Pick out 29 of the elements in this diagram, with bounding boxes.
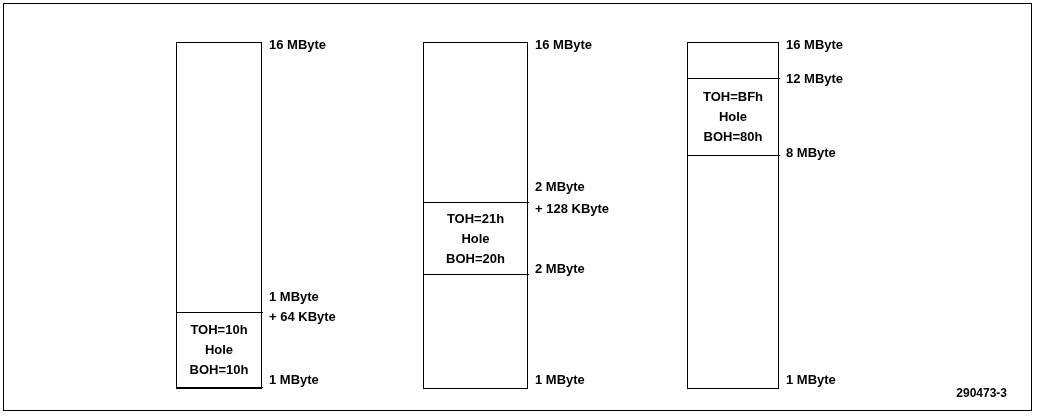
memory-column xyxy=(423,42,528,389)
hole-text: Hole xyxy=(461,229,490,248)
hole-region xyxy=(686,78,780,156)
hole-region xyxy=(175,312,263,388)
hole-text: BOH=20h xyxy=(446,249,505,268)
hole-region xyxy=(422,202,529,275)
address-label: 8 MByte xyxy=(786,145,836,161)
address-label: 1 MByte xyxy=(535,372,585,388)
hole-text: Hole xyxy=(204,341,234,359)
address-label: 2 MByte xyxy=(535,179,585,195)
address-label: 16 MByte xyxy=(786,37,844,53)
hole-text: TOH=BFh xyxy=(702,88,764,106)
address-label: 1 MByte xyxy=(786,372,836,388)
hole-text: TOH=21h xyxy=(446,209,505,228)
figure-number: 290473-3 xyxy=(956,386,1007,400)
address-label: 16 MByte xyxy=(535,37,593,53)
hole-text: BOH=80h xyxy=(703,128,763,146)
hole-text: Hole xyxy=(718,108,748,126)
address-label: 1 MByte xyxy=(269,372,319,388)
hole-text: BOH=10h xyxy=(189,361,249,379)
address-label: 12 MByte xyxy=(786,71,844,87)
address-label: + 64 KByte xyxy=(269,309,336,325)
address-label: 16 MByte xyxy=(269,37,327,53)
memory-column xyxy=(687,42,779,389)
address-label: 1 MByte xyxy=(269,289,319,305)
memory-column xyxy=(176,42,262,389)
hole-text: TOH=10h xyxy=(190,321,248,339)
address-label: 2 MByte xyxy=(535,261,585,277)
address-label: + 128 KByte xyxy=(535,201,610,217)
